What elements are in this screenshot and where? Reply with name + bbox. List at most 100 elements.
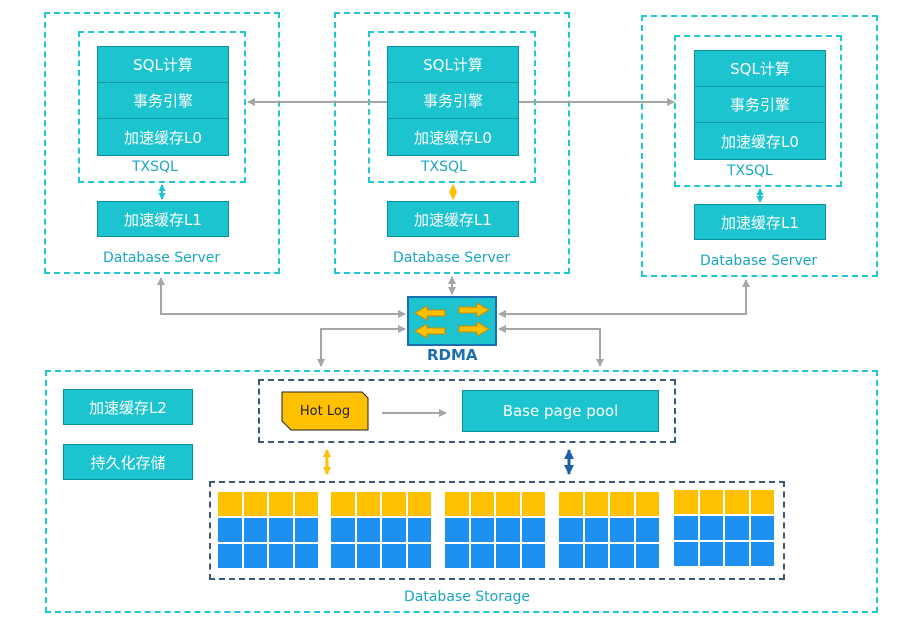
- hot-page-cell: [382, 492, 406, 516]
- data-page-cell: [750, 516, 774, 540]
- cache-l0-cell: 加速缓存L0: [695, 123, 825, 159]
- data-page-cell: [699, 542, 723, 566]
- data-page-cell: [382, 544, 406, 568]
- rdma-arrows-icon: [414, 302, 490, 339]
- data-page-cell: [218, 518, 242, 542]
- data-page-cell: [725, 542, 749, 566]
- persistent-storage-cell: 持久化存储: [63, 444, 193, 480]
- hot-page-cell: [635, 492, 659, 516]
- txsql-stack-2: SQL计算 事务引擎 加速缓存L0: [387, 46, 519, 156]
- sql-compute-cell: SQL计算: [695, 51, 825, 87]
- storage-page-block: [674, 490, 774, 566]
- data-page-cell: [356, 518, 380, 542]
- data-page-cell: [584, 518, 608, 542]
- data-page-cell: [559, 544, 583, 568]
- server1-rdma-link: [157, 277, 406, 318]
- txsql-stack-3: SQL计算 事务引擎 加速缓存L0: [694, 50, 826, 160]
- rdma-storage-link-right: [498, 325, 604, 367]
- hot-page-cell: [559, 492, 583, 516]
- storage-label: Database Storage: [404, 589, 531, 605]
- data-page-cell: [674, 516, 698, 540]
- hot-page-cell: [674, 490, 698, 514]
- storage-grid-container: [209, 481, 785, 580]
- hot-page-cell: [356, 492, 380, 516]
- data-page-cell: [407, 518, 431, 542]
- data-page-cell: [521, 518, 545, 542]
- data-page-cell: [521, 544, 545, 568]
- txsql-container-3: [674, 35, 842, 187]
- sql-compute-cell: SQL计算: [98, 47, 228, 83]
- database-server-2: [334, 12, 570, 274]
- cache-l2-cell: 加速缓存L2: [63, 389, 193, 425]
- data-page-cell: [496, 518, 520, 542]
- sql-compute-cell: SQL计算: [388, 47, 518, 83]
- data-page-cell: [699, 516, 723, 540]
- transaction-engine-cell: 事务引擎: [98, 83, 228, 119]
- hot-page-cell: [218, 492, 242, 516]
- txsql-label-2: TXSQL: [421, 159, 467, 175]
- transaction-engine-cell: 事务引擎: [388, 83, 518, 119]
- rdma-storage-link-left: [317, 325, 406, 367]
- cache-l0-cell: 加速缓存L0: [388, 119, 518, 155]
- data-page-cell: [559, 518, 583, 542]
- server-label-1: Database Server: [103, 250, 221, 266]
- server3-rdma-link: [498, 279, 750, 318]
- server-label-3: Database Server: [700, 253, 818, 269]
- rdma-switch: [407, 296, 497, 346]
- cache-l0-cell: 加速缓存L0: [98, 119, 228, 155]
- hot-page-cell: [584, 492, 608, 516]
- cache-l1-cell-1: 加速缓存L1: [97, 201, 229, 237]
- data-page-cell: [635, 518, 659, 542]
- base-page-pool-cell: Base page pool: [462, 390, 659, 432]
- data-page-cell: [243, 544, 267, 568]
- hot-page-cell: [610, 492, 634, 516]
- storage-page-block: [559, 492, 659, 568]
- hot-page-cell: [407, 492, 431, 516]
- storage-page-block: [445, 492, 545, 568]
- data-page-cell: [496, 544, 520, 568]
- hot-page-cell: [331, 492, 355, 516]
- hot-page-cell: [445, 492, 469, 516]
- hot-page-cell: [269, 492, 293, 516]
- log-pool-container: [258, 379, 676, 443]
- hot-page-cell: [725, 490, 749, 514]
- cache-l1-cell-2: 加速缓存L1: [387, 201, 519, 237]
- txsql-stack-1: SQL计算 事务引擎 加速缓存L0: [97, 46, 229, 156]
- hot-page-cell: [699, 490, 723, 514]
- txsql-label-3: TXSQL: [727, 163, 773, 179]
- rdma-label: RDMA: [427, 346, 478, 364]
- data-page-cell: [269, 518, 293, 542]
- data-page-cell: [470, 544, 494, 568]
- data-page-cell: [243, 518, 267, 542]
- data-page-cell: [445, 544, 469, 568]
- hot-log-label: Hot Log: [299, 403, 351, 419]
- hot-log-card: Hot Log: [281, 391, 369, 431]
- data-page-cell: [218, 544, 242, 568]
- hot-page-cell: [521, 492, 545, 516]
- data-page-cell: [356, 544, 380, 568]
- txsql-container-1: [78, 31, 246, 183]
- cache-l1-cell-3: 加速缓存L1: [694, 204, 826, 240]
- data-page-cell: [382, 518, 406, 542]
- data-page-cell: [445, 518, 469, 542]
- storage-container: [45, 370, 878, 613]
- data-page-cell: [610, 518, 634, 542]
- data-page-cell: [635, 544, 659, 568]
- data-page-cell: [470, 518, 494, 542]
- data-page-cell: [750, 542, 774, 566]
- data-page-cell: [610, 544, 634, 568]
- database-server-1: [44, 12, 280, 274]
- data-page-cell: [584, 544, 608, 568]
- data-page-cell: [294, 544, 318, 568]
- data-page-cell: [674, 542, 698, 566]
- data-page-cell: [294, 518, 318, 542]
- data-page-cell: [269, 544, 293, 568]
- hot-page-cell: [243, 492, 267, 516]
- hot-page-cell: [294, 492, 318, 516]
- transaction-engine-cell: 事务引擎: [695, 87, 825, 123]
- txsql-container-2: [368, 31, 536, 183]
- data-page-cell: [725, 516, 749, 540]
- server-label-2: Database Server: [393, 250, 511, 266]
- hot-page-cell: [750, 490, 774, 514]
